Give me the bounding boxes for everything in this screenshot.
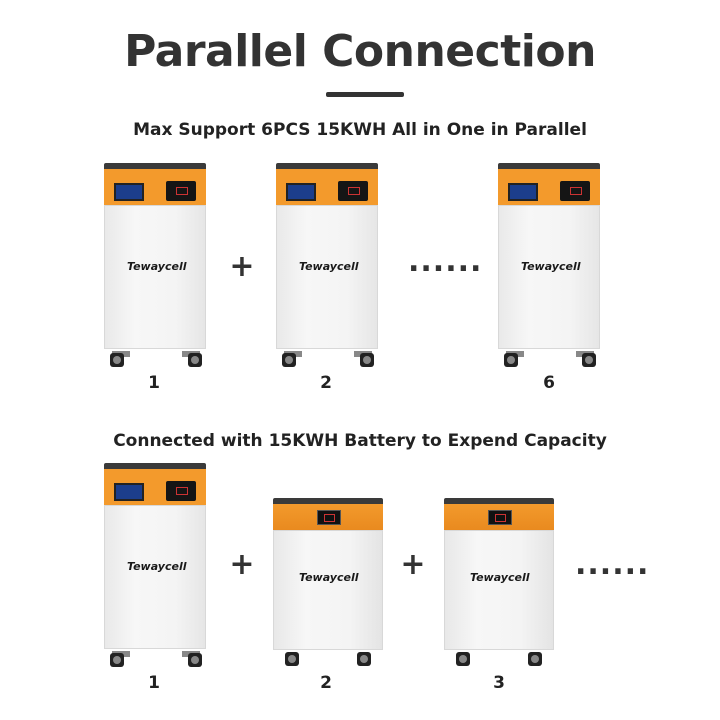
brand-logo: Tewaycell [127,260,187,273]
lcd-screen [286,183,316,201]
brand-logo: Tewaycell [299,260,359,273]
wheel [188,653,202,667]
unit-number-label: 1 [148,373,160,393]
wheel [188,353,202,367]
inverter-unit-2: Tewaycell [276,163,378,369]
unit-number-label: 1 [148,673,160,693]
display-panel [560,181,590,201]
ellipsis-dots: ...... [408,244,483,279]
brand-logo: Tewaycell [127,560,187,573]
plus-sign: + [400,547,426,582]
wheel [582,353,596,367]
battery-display [488,510,512,525]
ellipsis-dots: ...... [575,547,650,582]
brand-logo: Tewaycell [521,260,581,273]
inverter-unit-main: Tewaycell [104,463,206,669]
wheel [110,353,124,367]
wheel [456,652,470,666]
battery-display [317,510,341,525]
display-panel [338,181,368,201]
page-title: Parallel Connection [124,26,596,77]
plus-sign: + [229,547,255,582]
unit-number-label: 2 [320,373,332,393]
battery-unit-3: Tewaycell [444,498,554,666]
unit-number-label: 6 [543,373,555,393]
unit-number-label: 3 [493,673,505,693]
unit-number-label: 2 [320,673,332,693]
section2-subtitle: Connected with 15KWH Battery to Expend C… [113,431,607,451]
inverter-unit-1: Tewaycell [104,163,206,369]
display-panel [166,481,196,501]
wheel [110,653,124,667]
brand-logo: Tewaycell [470,571,530,584]
inverter-unit-6: Tewaycell [498,163,600,369]
title-underline [326,92,404,97]
display-panel [166,181,196,201]
wheel [528,652,542,666]
section1-subtitle: Max Support 6PCS 15KWH All in One in Par… [133,120,587,140]
wheel [357,652,371,666]
wheel [282,353,296,367]
plus-sign: + [229,249,255,284]
lcd-screen [114,483,144,501]
brand-logo: Tewaycell [299,571,359,584]
wheel [360,353,374,367]
lcd-screen [114,183,144,201]
lcd-screen [508,183,538,201]
battery-unit-2: Tewaycell [273,498,383,666]
wheel [504,353,518,367]
wheel [285,652,299,666]
